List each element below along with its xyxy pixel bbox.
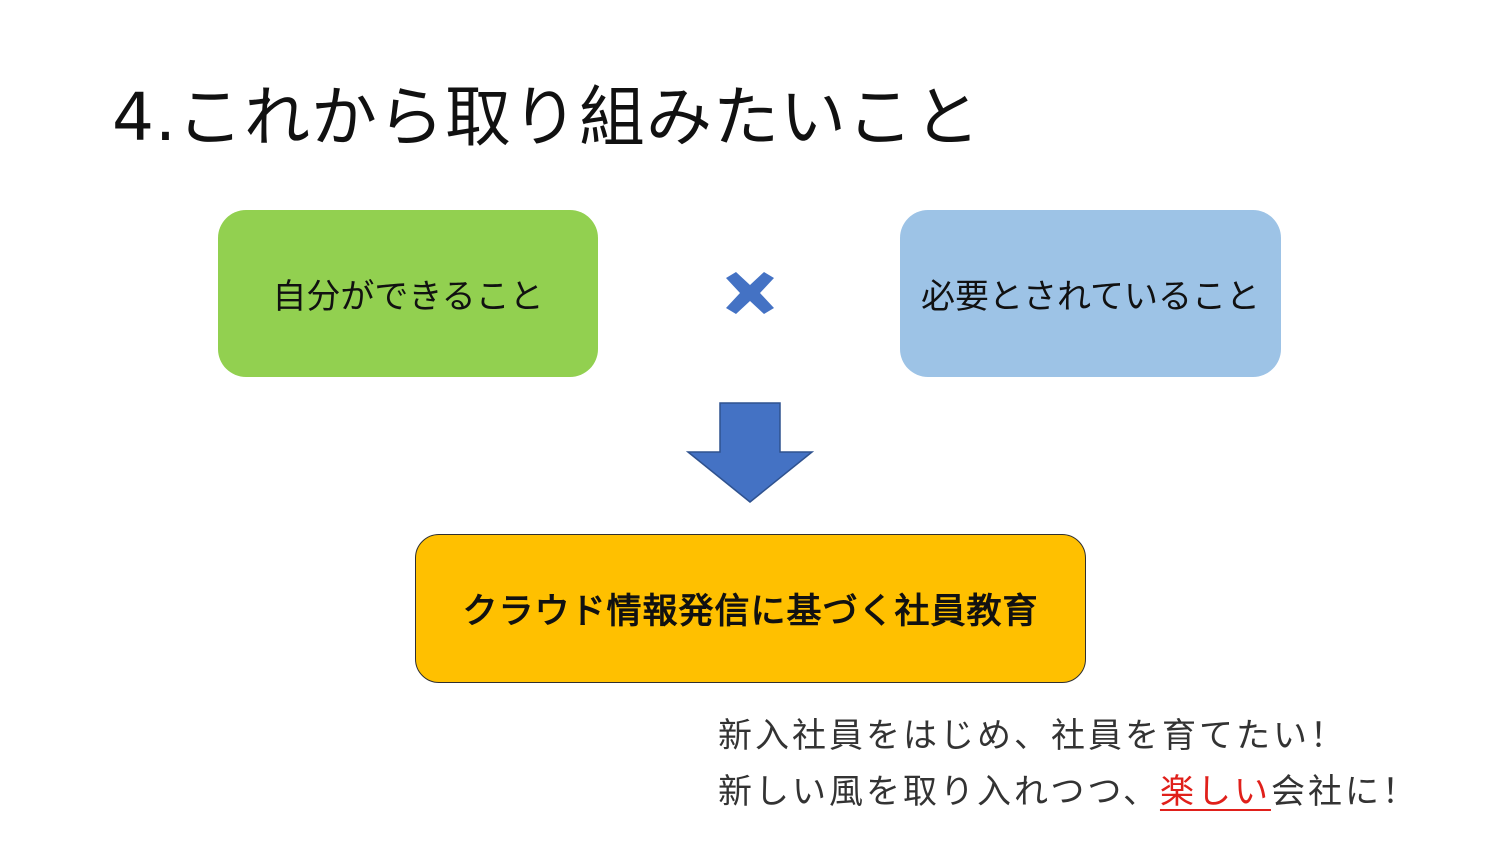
result-box-label: クラウド情報発信に基づく社員教育 — [462, 592, 1039, 632]
down-arrow-shape — [686, 402, 814, 503]
right-box-label: 必要とされていること — [921, 277, 1260, 317]
note-line-2-prefix: 新しい風を取り入れつつ、 — [718, 772, 1160, 812]
down-arrow-icon — [686, 402, 814, 503]
note-line-2-suffix: 会社に！ — [1270, 772, 1419, 812]
left-box-abilities: 自分ができること — [218, 210, 598, 377]
note-line-1: 新入社員をはじめ、社員を育てたい！ — [718, 716, 1347, 756]
slide-title: 4.これから取り組みたいこと — [112, 79, 981, 156]
right-box-needs: 必要とされていること — [900, 210, 1281, 377]
note-highlight-fun: 楽しい — [1159, 772, 1271, 812]
times-icon-shape — [726, 272, 774, 314]
times-icon — [726, 272, 774, 314]
left-box-label: 自分ができること — [272, 277, 544, 317]
result-box: クラウド情報発信に基づく社員教育 — [415, 534, 1086, 683]
note-line-2: 新しい風を取り入れつつ、楽しい会社に！ — [718, 772, 1419, 812]
